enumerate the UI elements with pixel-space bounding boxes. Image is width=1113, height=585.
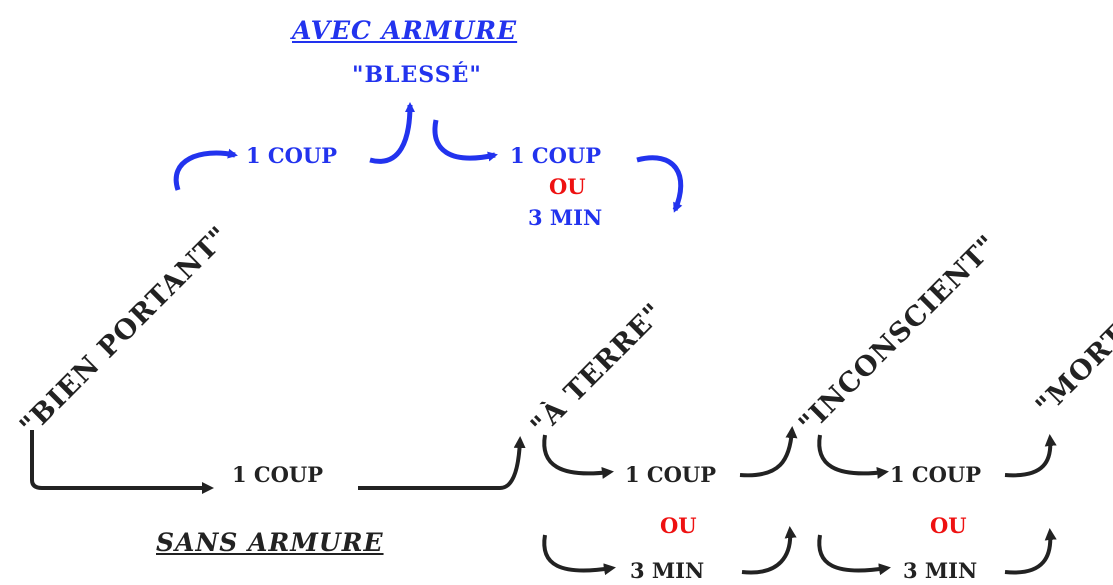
arrow-hit-a-to-unconscious <box>739 426 798 478</box>
armor-time: 3 MIN <box>528 205 603 230</box>
armor-title: AVEC ARMURE <box>292 16 518 45</box>
no-armor-or-a: OU <box>660 513 697 538</box>
arrow-time-b-to-dead <box>1004 528 1057 575</box>
armor-hit2: 1 COUP <box>510 143 602 168</box>
no-armor-time-b: 3 MIN <box>903 558 978 583</box>
arrow-unconscious-to-hit-b <box>817 434 889 479</box>
armor-state-wounded: "BLESSÉ" <box>352 62 482 88</box>
arrow-down-to-time-a <box>542 534 616 576</box>
armor-or: OU <box>549 174 586 199</box>
arrow-healthy-to-hit <box>30 430 214 494</box>
arrow-hit-b-to-dead <box>1004 434 1057 478</box>
arrow-time-a-to-unconscious <box>741 526 797 575</box>
arrow-wounded-to-hit2 <box>432 119 498 162</box>
armor-hit1: 1 COUP <box>246 143 338 168</box>
no-armor-hit-b: 1 COUP <box>890 462 982 487</box>
arrow-hit2-to-down <box>636 155 684 213</box>
arrow-down-to-hit-a <box>542 434 614 479</box>
no-armor-time-a: 3 MIN <box>630 558 705 583</box>
arrow-hit-to-down <box>358 436 526 490</box>
no-armor-hit-a: 1 COUP <box>625 462 717 487</box>
arrow-hit1-to-wounded <box>369 102 415 164</box>
no-armor-hit-main: 1 COUP <box>232 462 324 487</box>
no-armor-title: SANS ARMURE <box>156 528 384 557</box>
arrow-healthy-to-hit1 <box>173 148 238 191</box>
arrow-unconscious-to-time-b <box>817 534 891 576</box>
no-armor-or-b: OU <box>930 513 967 538</box>
